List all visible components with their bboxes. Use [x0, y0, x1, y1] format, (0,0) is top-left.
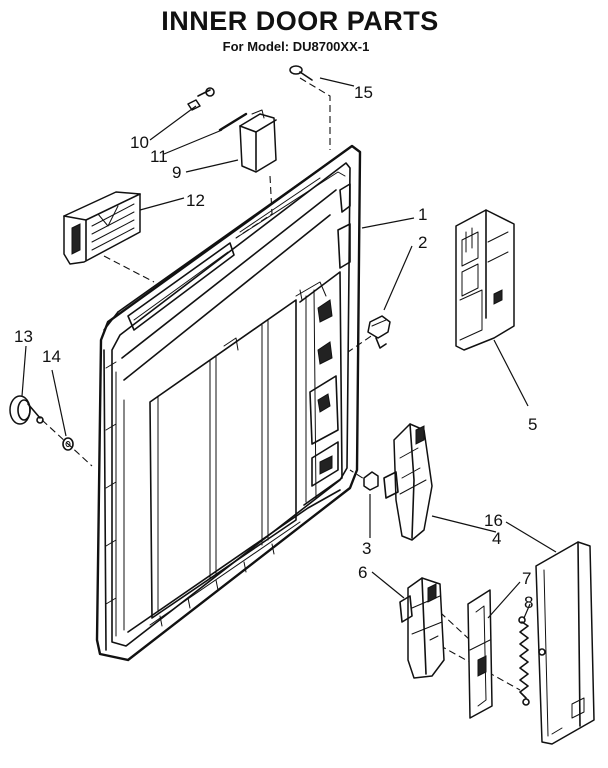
callout-3: 3 — [362, 539, 371, 558]
part-6-latch-body — [399, 577, 445, 679]
callout-8: 8 — [524, 593, 533, 612]
diagram-title: INNER DOOR PARTS — [161, 6, 439, 36]
callout-2: 2 — [418, 233, 427, 252]
part-4-latch-arm — [383, 423, 433, 541]
callout-5: 5 — [528, 415, 537, 434]
part-9-cover — [239, 109, 277, 173]
callout-numbers: 15 1 2 5 3 16 4 6 7 8 9 10 11 12 13 14 — [14, 83, 537, 612]
part-12-handle — [63, 191, 141, 265]
part-14-washer — [62, 437, 74, 451]
callout-12: 12 — [186, 191, 205, 210]
callout-6: 6 — [358, 563, 367, 582]
diagram-subtitle: For Model: DU8700XX-1 — [222, 39, 370, 54]
callout-1: 1 — [418, 205, 427, 224]
callout-10: 10 — [130, 133, 149, 152]
callout-11: 11 — [150, 147, 168, 166]
callout-15: 15 — [354, 83, 373, 102]
inner-door-panel — [95, 144, 362, 662]
part-7-strike-plate — [467, 589, 493, 719]
part-13-knob — [9, 395, 44, 425]
part-16-side-trim — [535, 541, 595, 745]
callout-4: 4 — [492, 529, 501, 548]
assembly-dashed-lines — [41, 77, 521, 691]
part-8-spring — [518, 616, 530, 706]
part-3-bumper — [363, 471, 379, 491]
part-2-clip — [367, 315, 391, 349]
part-10-screw — [187, 87, 215, 111]
callout-9: 9 — [172, 163, 181, 182]
callout-leader-lines — [21, 77, 557, 619]
part-11-rod — [218, 112, 248, 132]
callout-13: 13 — [14, 327, 33, 346]
callout-14: 14 — [42, 347, 61, 366]
callout-7: 7 — [522, 569, 531, 588]
callout-16: 16 — [484, 511, 503, 530]
part-15-screw — [289, 65, 313, 81]
part-5-vent-assembly — [455, 209, 515, 351]
